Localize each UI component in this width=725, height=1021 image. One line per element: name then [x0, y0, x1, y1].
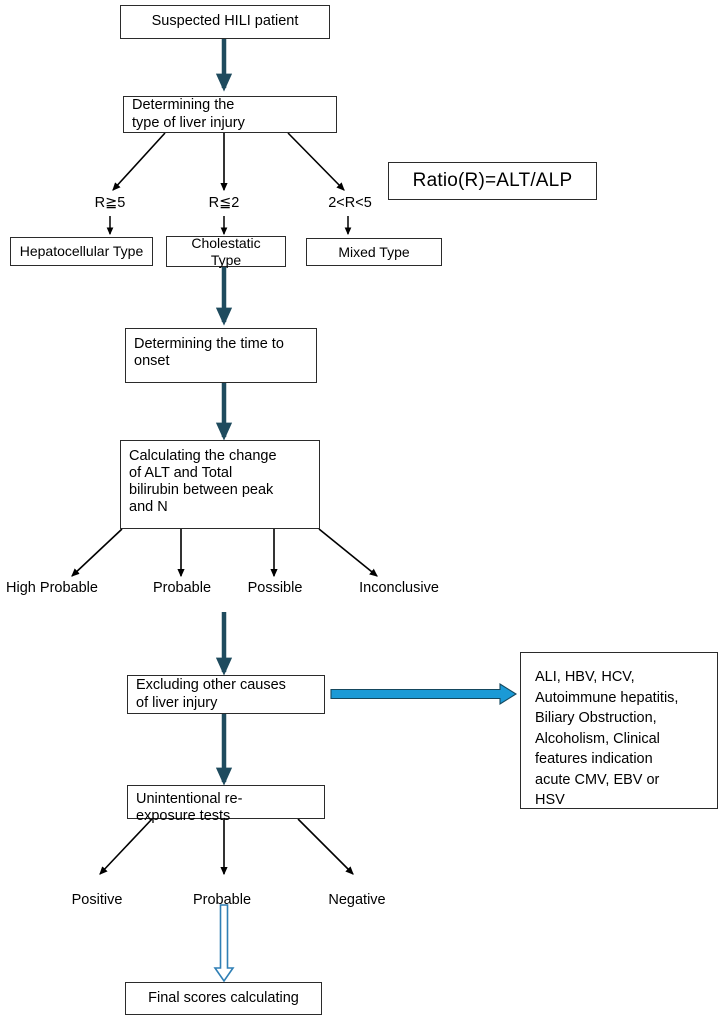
branch-label-text: R≧5 — [94, 195, 126, 211]
node-hepatocellular-type[interactable]: Hepatocellular Type — [10, 237, 153, 266]
node-determining-time-to-onset[interactable]: Determining the time to onset — [125, 328, 317, 383]
outcome-label-inconclusive: Inconclusive — [359, 580, 439, 596]
outcome-label-possible: Possible — [248, 580, 303, 596]
node-label: Unintentional re- exposure tests — [136, 791, 243, 825]
node-label: Excluding other causes of liver injury — [136, 677, 286, 711]
connector-ratio-labels-to-type-boxes — [106, 216, 352, 236]
node-mixed-type[interactable]: Mixed Type — [306, 238, 442, 266]
node-suspected-hili-patient[interactable]: Suspected HILI patient — [120, 5, 330, 39]
outcome-label-text: Probable — [152, 580, 212, 596]
result-label-text: Negative — [328, 892, 386, 908]
node-label: Calculating the change of ALT and Total … — [129, 448, 277, 516]
result-label-probable: Probable — [193, 892, 251, 908]
node-label: Suspected HILI patient — [151, 13, 299, 30]
outcome-label-text: Possible — [247, 580, 303, 596]
node-other-causes-list[interactable]: ALI, HBV, HCV, Autoimmune hepatitis, Bil… — [520, 652, 718, 809]
node-label: Determining the type of liver injury — [132, 97, 245, 131]
node-label: Cholestatic Type — [191, 234, 261, 268]
node-determining-type-of-liver-injury[interactable]: Determining the type of liver injury — [123, 96, 337, 133]
node-label: Determining the time to onset — [134, 336, 284, 370]
result-label-text: Probable — [192, 892, 252, 908]
node-unintentional-reexposure-tests[interactable]: Unintentional re- exposure tests — [127, 785, 325, 824]
node-label: Ratio(R)=ALT/ALP — [412, 169, 573, 191]
node-calculating-change[interactable]: Calculating the change of ALT and Total … — [120, 440, 320, 529]
node-cholestatic-type[interactable]: Cholestatic Type — [166, 234, 286, 268]
result-label-text: Positive — [71, 892, 123, 908]
outcome-label-text: Inconclusive — [359, 580, 439, 596]
outcome-label-probable: Probable — [153, 580, 211, 596]
outcome-label-text: High Probable — [6, 580, 98, 596]
connector-type-to-ratio-branches — [112, 132, 345, 192]
branch-label-mixed-ratio: 2<R<5 — [328, 195, 372, 211]
node-label: ALI, HBV, HCV, Autoimmune hepatitis, Bil… — [535, 669, 679, 809]
result-label-negative: Negative — [328, 892, 385, 908]
outcome-label-high-probable: High Probable — [6, 580, 98, 596]
branch-label-cholestatic-ratio: R≦2 — [209, 195, 240, 211]
result-label-positive: Positive — [72, 892, 123, 908]
branch-label-text: R≦2 — [208, 195, 240, 211]
node-label: Hepatocellular Type — [19, 243, 144, 260]
connector-excluding-to-causes — [330, 683, 518, 705]
node-label: Mixed Type — [338, 243, 410, 260]
branch-label-text: 2<R<5 — [328, 195, 372, 211]
connector-probable-to-final — [213, 904, 235, 983]
connector-calculating-to-outcomes — [71, 528, 378, 578]
node-excluding-other-causes[interactable]: Excluding other causes of liver injury — [127, 675, 325, 714]
node-ratio-formula[interactable]: Ratio(R)=ALT/ALP — [388, 162, 597, 200]
connector-reexposure-to-results — [99, 818, 354, 876]
node-final-scores-calculating[interactable]: Final scores calculating — [125, 982, 322, 1015]
branch-label-hepatocellular-ratio: R≧5 — [95, 195, 126, 211]
node-label: Final scores calculating — [148, 989, 299, 1006]
